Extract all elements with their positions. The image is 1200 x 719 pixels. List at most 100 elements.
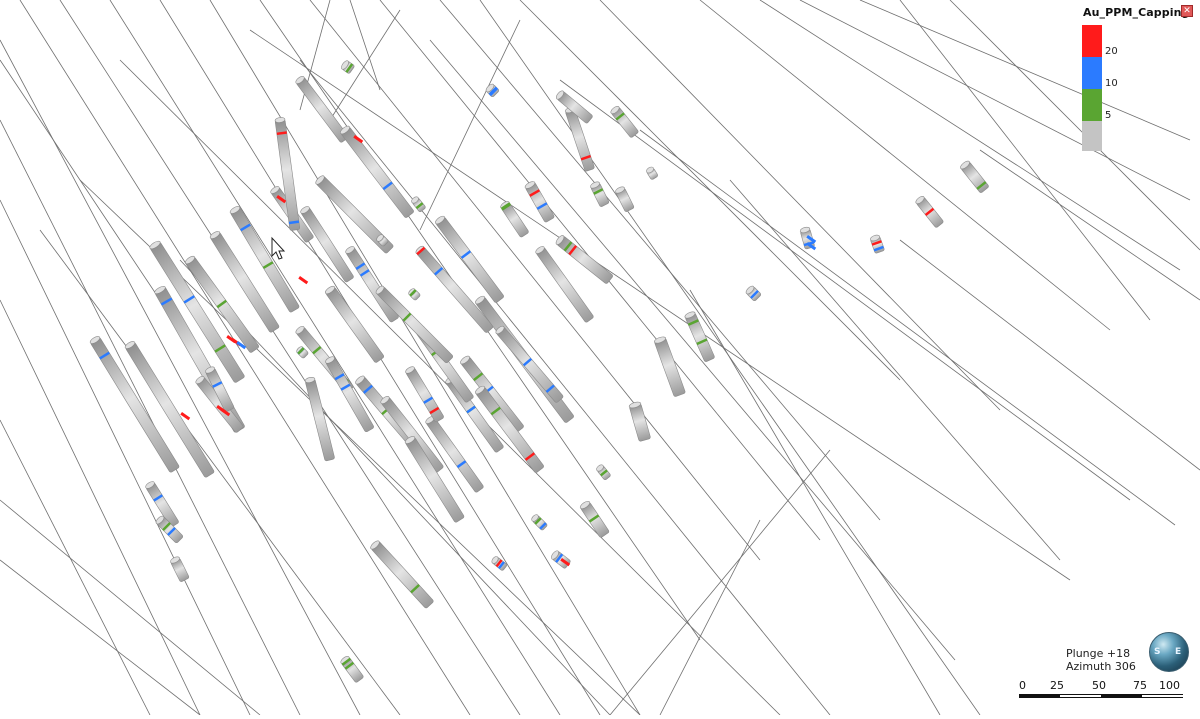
assay-cylinder bbox=[304, 376, 335, 462]
assay-cylinder bbox=[405, 366, 444, 423]
assay-cylinder bbox=[296, 346, 309, 359]
drill-trace bbox=[0, 419, 151, 716]
assay-cylinder bbox=[495, 325, 564, 403]
assay-cylinder bbox=[551, 550, 571, 569]
assay-cylinder bbox=[596, 464, 611, 480]
grade-band bbox=[220, 407, 231, 417]
drill-trace bbox=[0, 199, 251, 716]
drill-trace bbox=[759, 0, 1181, 271]
assay-cylinder bbox=[500, 201, 529, 238]
drill-trace bbox=[0, 119, 301, 716]
drill-trace bbox=[899, 239, 1200, 471]
drill-trace bbox=[0, 559, 201, 716]
assay-cylinder bbox=[745, 285, 762, 302]
plunge-readout: Plunge +18 bbox=[1066, 647, 1131, 660]
legend-label-5: 5 bbox=[1105, 110, 1112, 121]
assay-cylinder bbox=[345, 246, 399, 323]
legend-swatch-5 bbox=[1082, 89, 1102, 121]
assay-cylinder bbox=[411, 196, 426, 212]
drill-trace bbox=[0, 39, 361, 716]
drill-trace bbox=[329, 9, 401, 121]
grade-band bbox=[353, 135, 364, 144]
assay-cylinder bbox=[615, 186, 635, 212]
assay-cylinder bbox=[295, 76, 349, 143]
grade-band bbox=[180, 412, 191, 421]
assay-cylinder bbox=[684, 311, 715, 362]
scale-segment-3 bbox=[1101, 694, 1142, 698]
assay-cylinder bbox=[646, 166, 658, 180]
assay-cylinder bbox=[155, 515, 184, 544]
assay-cylinder bbox=[375, 285, 454, 364]
assay-cylinder bbox=[524, 181, 555, 223]
drill-trace bbox=[599, 0, 1001, 411]
assay-intervals bbox=[89, 60, 989, 683]
scale-label-100: 100 bbox=[1159, 679, 1180, 692]
assay-cylinder bbox=[340, 125, 414, 218]
assay-cylinder bbox=[170, 556, 190, 582]
drill-trace bbox=[899, 0, 1151, 321]
drill-trace bbox=[249, 29, 1071, 581]
assay-cylinder bbox=[341, 60, 355, 74]
assay-cylinder bbox=[325, 356, 374, 433]
assay-cylinder bbox=[324, 285, 384, 363]
assay-cylinder bbox=[869, 234, 885, 254]
drill-trace bbox=[859, 0, 1191, 141]
close-icon[interactable]: ✕ bbox=[1181, 5, 1193, 17]
assay-cylinder bbox=[315, 175, 394, 254]
assay-cylinder bbox=[485, 83, 500, 98]
drill-trace bbox=[299, 59, 831, 716]
drill-trace bbox=[659, 519, 761, 716]
assay-cylinder bbox=[408, 288, 421, 301]
assay-cylinder bbox=[145, 481, 179, 528]
assay-cylinder bbox=[491, 556, 507, 571]
grade-legend: Au_PPM_Capping ✕ 20 10 5 bbox=[1080, 4, 1200, 156]
grade-band bbox=[560, 557, 571, 567]
scale-label-75: 75 bbox=[1133, 679, 1147, 692]
assay-cylinder bbox=[229, 206, 300, 313]
legend-swatch-20 bbox=[1082, 25, 1102, 57]
assay-cylinder bbox=[89, 336, 180, 473]
drill-trace bbox=[39, 229, 401, 716]
view-orientation: Plunge +18 Azimuth 306 bbox=[1066, 647, 1136, 673]
assay-cylinder bbox=[124, 341, 215, 478]
assay-cylinder bbox=[425, 416, 484, 493]
scale-segment-2 bbox=[1060, 694, 1101, 698]
drill-trace bbox=[0, 59, 181, 331]
scale-segment-4 bbox=[1142, 694, 1183, 698]
grade-band bbox=[236, 340, 247, 350]
drill-trace bbox=[699, 0, 1111, 331]
assay-cylinder bbox=[915, 196, 944, 228]
assay-cylinder bbox=[149, 240, 245, 383]
drill-trace bbox=[949, 0, 1200, 251]
grade-band bbox=[298, 276, 309, 285]
drill-trace bbox=[439, 0, 881, 521]
grade-band bbox=[806, 242, 817, 251]
assay-cylinder bbox=[274, 117, 301, 231]
legend-swatch-10 bbox=[1082, 57, 1102, 89]
globe-letter-e: E bbox=[1175, 647, 1182, 657]
drill-trace bbox=[559, 79, 1131, 501]
assay-cylinder bbox=[209, 231, 280, 333]
assay-cylinder bbox=[960, 160, 989, 193]
assay-cylinder bbox=[404, 436, 465, 523]
assay-cylinder bbox=[628, 401, 651, 442]
drill-trace bbox=[609, 449, 831, 716]
assay-cylinder bbox=[531, 514, 548, 531]
assay-cylinder bbox=[340, 656, 364, 683]
scale-bar: 0 25 50 75 100 bbox=[1016, 679, 1186, 709]
grade-band bbox=[806, 235, 817, 244]
scale-label-25: 25 bbox=[1050, 679, 1064, 692]
drill-trace bbox=[639, 129, 1176, 526]
assay-cylinder bbox=[475, 385, 544, 473]
scale-label-0: 0 bbox=[1019, 679, 1026, 692]
globe-icon[interactable]: S E bbox=[1149, 632, 1189, 672]
scale-label-50: 50 bbox=[1092, 679, 1106, 692]
mouse-pointer-icon bbox=[271, 236, 286, 260]
scale-segment-1 bbox=[1019, 694, 1060, 698]
assay-cylinder bbox=[376, 234, 389, 247]
legend-label-10: 10 bbox=[1105, 78, 1118, 89]
globe-letter-s: S bbox=[1154, 647, 1161, 657]
assay-cylinder bbox=[415, 245, 494, 333]
